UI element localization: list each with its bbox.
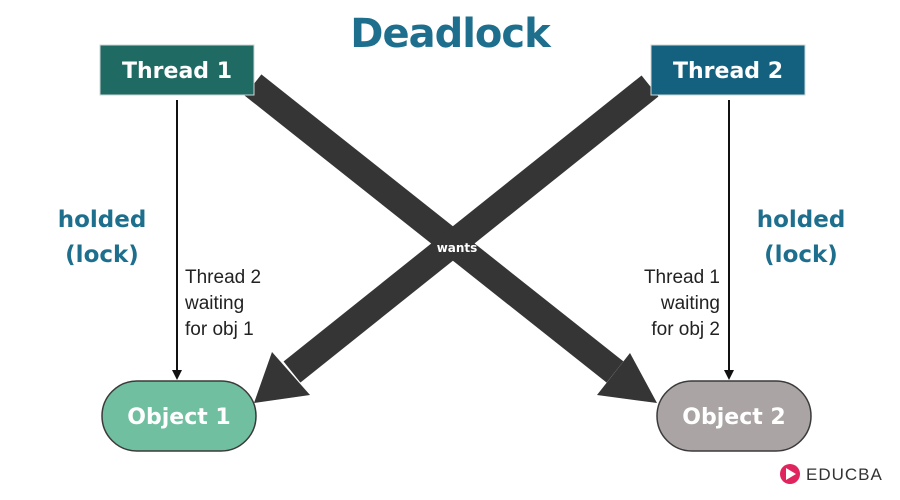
wants-arrow-thread2-to-object1 <box>254 75 659 403</box>
object-2-node: Object 2 <box>656 380 812 452</box>
note-left-line2: waiting <box>184 293 244 314</box>
object-1-label: Object 1 <box>127 405 230 430</box>
note-right-line1: Thread 1 <box>644 267 720 288</box>
thread-1-box: Thread 1 <box>99 44 255 96</box>
lock-label-right-line2: (lock) <box>764 242 838 268</box>
note-right-line3: for obj 2 <box>651 319 720 340</box>
wants-arrow-thread1-to-object2 <box>244 74 657 403</box>
lock-label-left-line2: (lock) <box>65 242 139 268</box>
thread-2-box: Thread 2 <box>650 44 806 96</box>
object-1-node: Object 1 <box>101 380 257 452</box>
diagram-title: Deadlock <box>350 11 552 57</box>
object-2-label: Object 2 <box>682 405 785 430</box>
thread-1-label: Thread 1 <box>122 59 232 84</box>
note-left-line1: Thread 2 <box>185 267 261 288</box>
educba-logo-text: EDUCBA <box>806 465 883 484</box>
lock-label-left-line1: holded <box>58 207 147 233</box>
lock-label-right-line1: holded <box>757 207 846 233</box>
educba-logo: EDUCBA <box>780 464 883 484</box>
note-right-line2: waiting <box>660 293 720 314</box>
thread-2-label: Thread 2 <box>673 59 783 84</box>
wants-label: wants <box>437 241 478 255</box>
note-left-line3: for obj 1 <box>185 319 254 340</box>
